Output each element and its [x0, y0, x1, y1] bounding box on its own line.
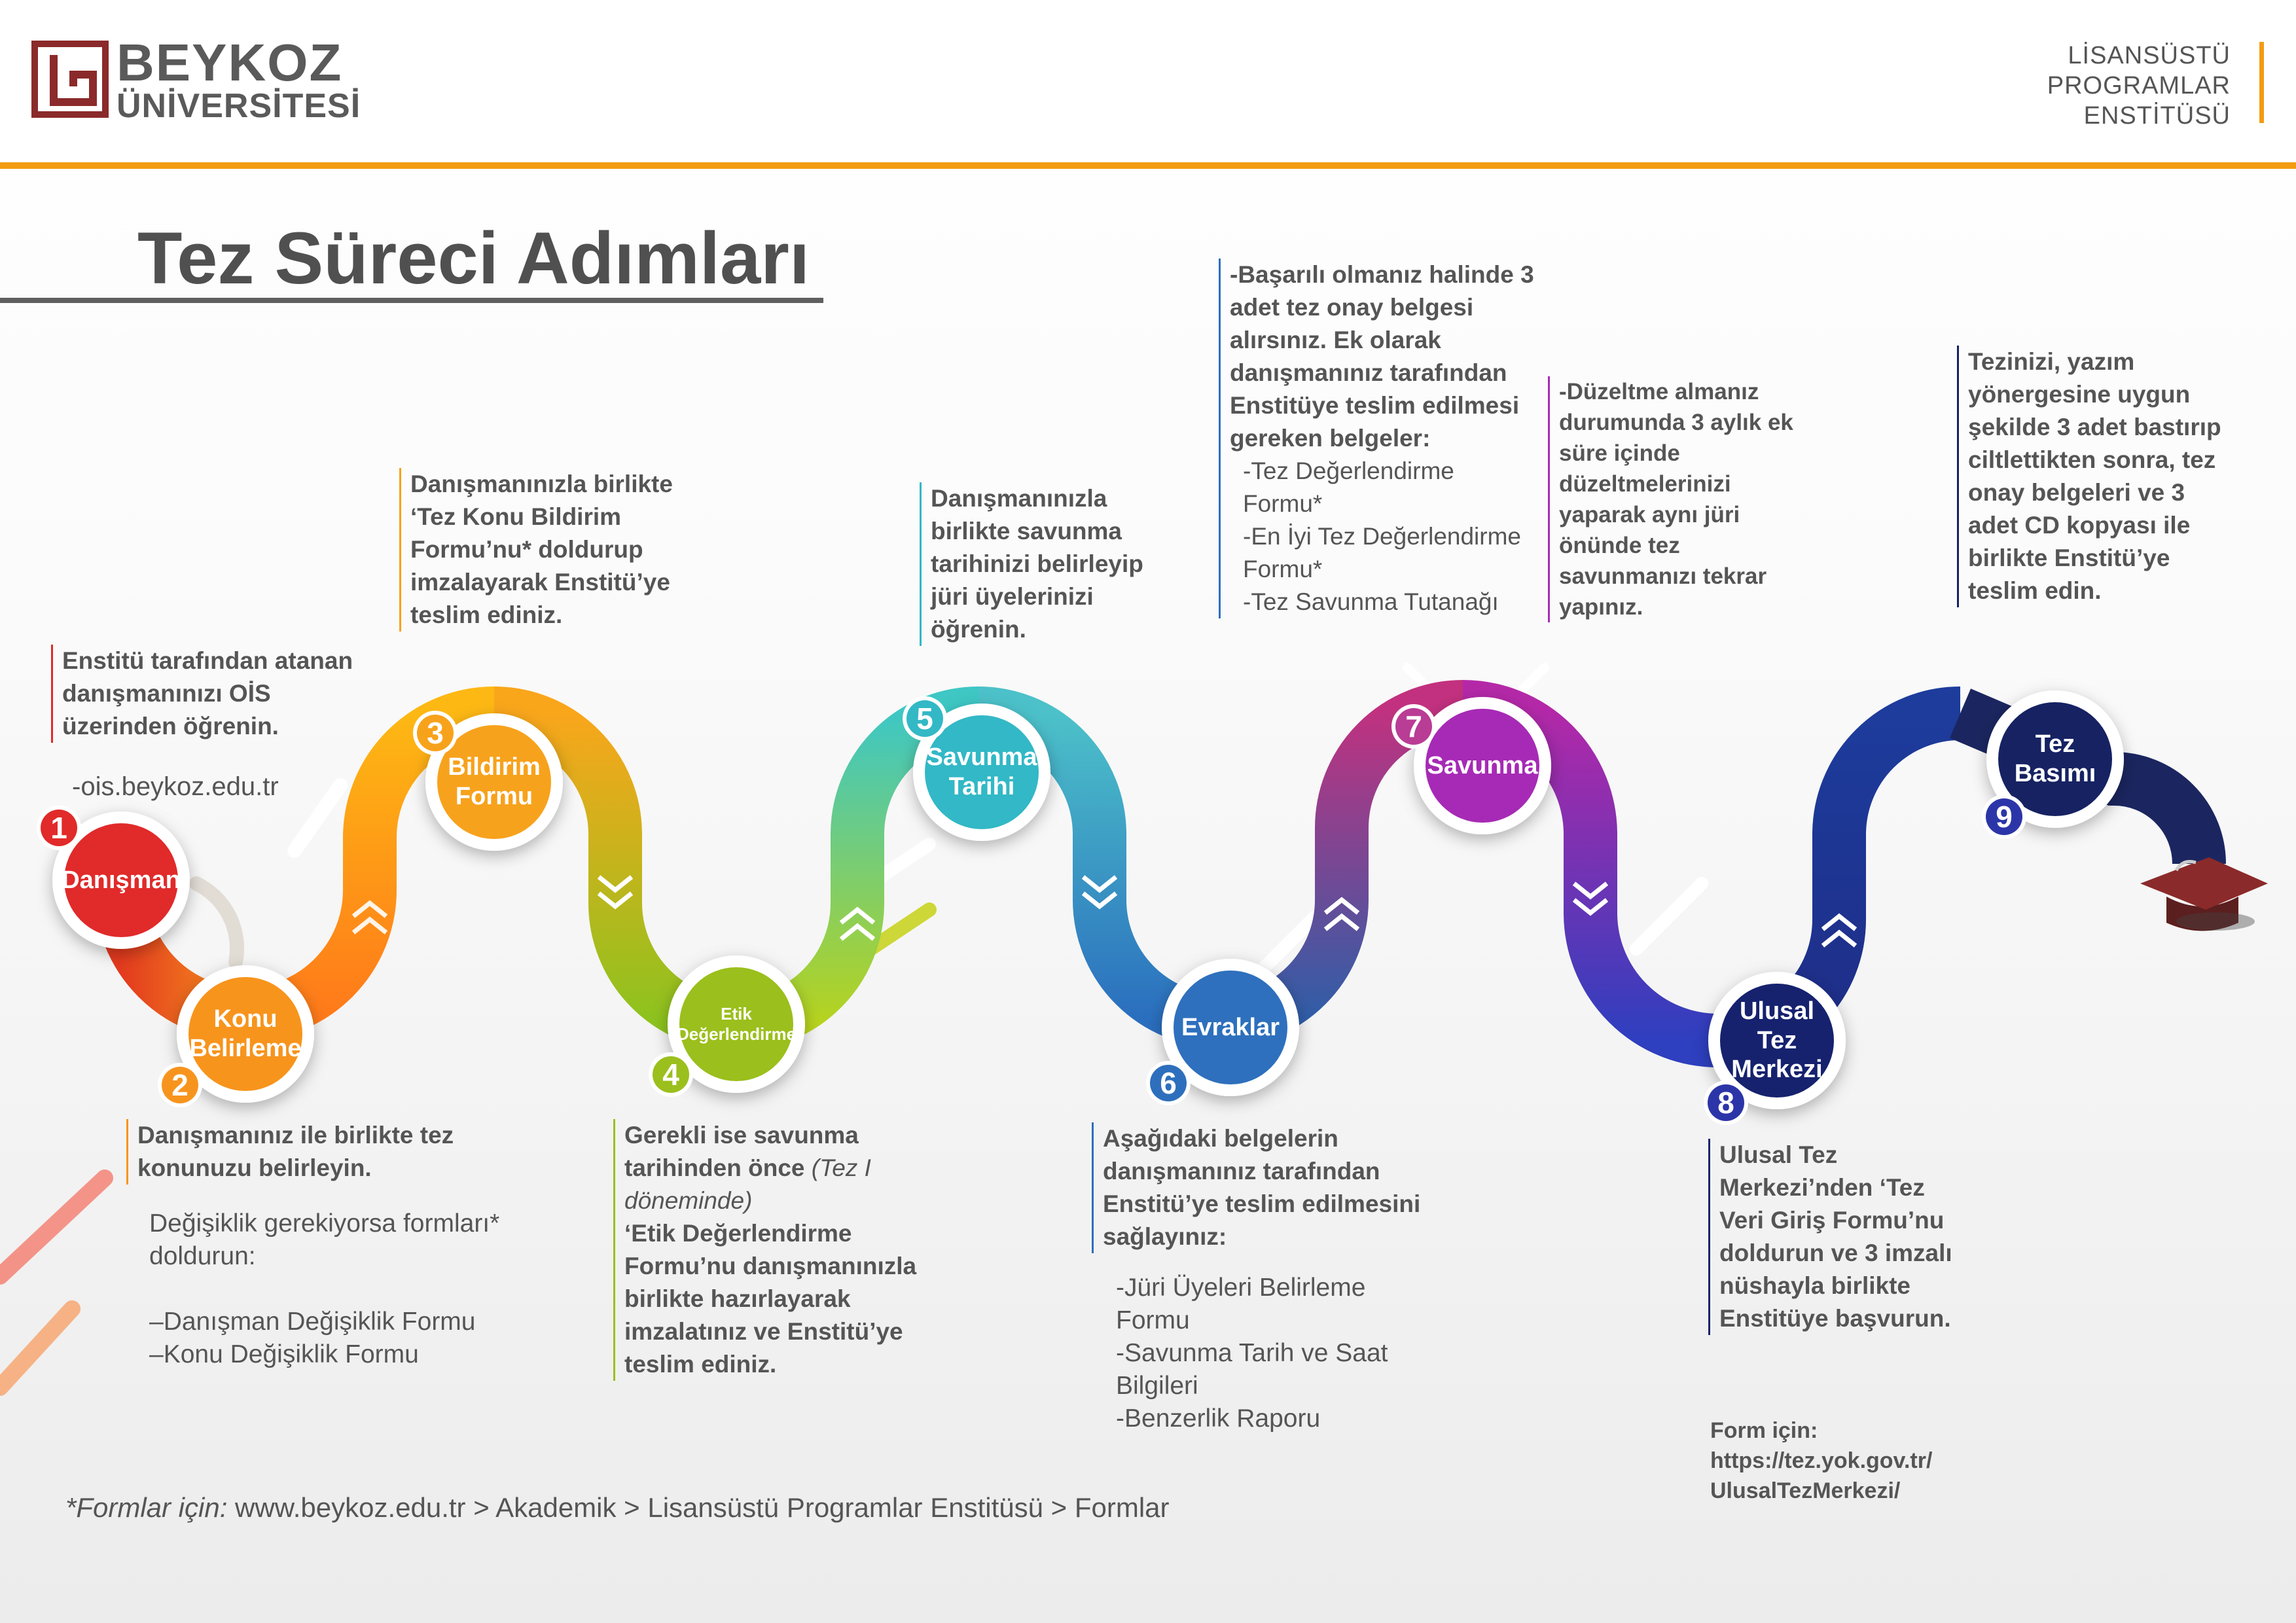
step-8-text: Ulusal Tez Merkezi’nden ‘Tez Veri Giriş …: [1719, 1141, 1952, 1332]
institute-line-2: PROGRAMLAR: [2047, 72, 2231, 99]
step-7-item-3: -Tez Savunma Tutanağı: [1243, 588, 1499, 615]
institute-line-1: LİSANSÜSTÜ: [2068, 42, 2231, 69]
step-7-revision-text: -Düzeltme almanız durumunda 3 aylık ek s…: [1559, 379, 1793, 620]
step-9-text: Tezinizi, yazım yönergesine uygun şekild…: [1968, 348, 2221, 604]
header-divider: [0, 162, 2296, 169]
step-number-5: 5: [916, 702, 933, 736]
step-number-7: 7: [1405, 709, 1422, 743]
step-5-description: Danışmanınızla birlikte savunma tarihini…: [920, 482, 1173, 646]
footnote-path[interactable]: www.beykoz.edu.tr > Akademik > Lisansüst…: [235, 1492, 1170, 1523]
step-label-6: Evraklar: [1181, 1013, 1280, 1041]
step-label-1: Danışman: [62, 866, 181, 894]
step-1-description: Enstitü tarafından atanan danışmanınızı …: [51, 645, 370, 743]
step-circle-2: [177, 965, 314, 1103]
step-5-text: Danışmanınızla birlikte savunma tarihini…: [931, 485, 1143, 643]
step-2-text: Danışmanınız ile birlikte tez konunuzu b…: [137, 1122, 454, 1181]
step-7-revision-description: -Düzeltme almanız durumunda 3 aylık ek s…: [1548, 376, 1814, 622]
step-3-text: Danışmanınızla birlikte ‘Tez Konu Bildir…: [410, 471, 673, 628]
step-badge-2: 2: [158, 1063, 202, 1107]
institute-name: LİSANSÜSTÜ PROGRAMLAR ENSTİTÜSÜ: [2047, 41, 2231, 131]
step-8-form-label: Form için:: [1710, 1418, 1818, 1443]
step-4-description: Gerekli ise savunma tarihinden önce (Tez…: [613, 1119, 945, 1381]
road-segment-5: [978, 687, 1221, 1048]
step-circle-8: [1708, 972, 1846, 1109]
step-6-item-2: -Savunma Tarih ve Saat Bilgileri: [1116, 1339, 1388, 1400]
step-4-italic: (Tez I döneminde): [624, 1154, 871, 1214]
step-number-4: 4: [662, 1058, 679, 1092]
step-1-text: Enstitü tarafından atanan danışmanınızı …: [62, 647, 353, 740]
step-label-9: Tez Basımı: [2014, 730, 2096, 787]
step-7-item-1: -Tez Değerlendirme Formu*: [1243, 457, 1454, 517]
step-6-item-3: -Benzerlik Raporu: [1116, 1404, 1321, 1433]
step-circles: [52, 690, 2124, 1109]
step-number-6: 6: [1160, 1066, 1177, 1100]
step-2-note: Değişiklik gerekiyorsa formları* dolduru…: [149, 1209, 500, 1270]
step-number-9: 9: [1996, 800, 2013, 834]
step-badge-9: 9: [1982, 794, 2026, 839]
step-label-2: Konu Belirleme: [189, 1005, 302, 1062]
step-number-1: 1: [50, 811, 67, 845]
step-7-success-description: -Başarılı olmanız halinde 3 adet tez ona…: [1219, 259, 1537, 618]
step-4-text-a: Gerekli ise savunma tarihinden önce: [624, 1122, 859, 1181]
beykoz-logo-icon: [31, 41, 109, 118]
graduation-cap-icon: [2140, 857, 2268, 931]
step-label-5: Savunma Tarihi: [926, 743, 1037, 800]
step-4-text-b: ‘Etik Değerlendirme Formu’nu danışmanını…: [624, 1220, 917, 1378]
footnote-label: *Formlar için:: [65, 1492, 228, 1523]
step-circle-9: [1986, 690, 2124, 828]
step-number-badges: 1 2 3 4 5 6 7 8 9: [37, 696, 2026, 1125]
step-label-7: Savunma: [1427, 751, 1538, 779]
step-label-3: Bildirim Formu: [448, 753, 541, 810]
step-circle-5: [913, 704, 1050, 841]
step-6-item-1: -Jüri Üyeleri Belirleme Formu: [1116, 1274, 1366, 1334]
step-number-2: 2: [171, 1068, 188, 1102]
step-label-8: Ulusal Tez Merkezi: [1731, 997, 1823, 1084]
step-circle-7: [1414, 697, 1551, 834]
step-circle-1: [52, 812, 190, 949]
road-segment-9: [1949, 688, 2226, 865]
step-badge-5: 5: [903, 696, 947, 741]
step-badge-7: 7: [1391, 704, 1436, 749]
step-8-description: Ulusal Tez Merkezi’nden ‘Tez Veri Giriş …: [1708, 1139, 1962, 1335]
step-circle-4: [668, 955, 805, 1093]
institute-accent-bar: [2259, 42, 2264, 123]
step-number-8: 8: [1717, 1086, 1734, 1120]
institute-line-3: ENSTİTÜSÜ: [2083, 102, 2231, 130]
forms-footnote: *Formlar için: www.beykoz.edu.tr > Akade…: [65, 1492, 1170, 1524]
page-title: Tez Süreci Adımları: [137, 217, 810, 299]
logo-line-1: BEYKOZ: [117, 33, 343, 92]
step-6-list: -Jüri Üyeleri Belirleme Formu -Savunma T…: [1116, 1272, 1430, 1435]
step-number-3: 3: [427, 716, 444, 750]
step-label-4: Etik Değerlendirme: [676, 1004, 797, 1044]
step-2-forms-block: Değişiklik gerekiyorsa formları* dolduru…: [149, 1207, 555, 1371]
spacer: [149, 1273, 555, 1306]
step-badge-6: 6: [1146, 1061, 1191, 1105]
step-6-text: Aşağıdaki belgelerin danışmanınız tarafı…: [1103, 1125, 1421, 1250]
step-badge-8: 8: [1704, 1080, 1748, 1125]
step-4-text: Gerekli ise savunma tarihinden önce (Tez…: [624, 1119, 945, 1217]
step-2-form-2: –Konu Değişiklik Formu: [149, 1340, 419, 1368]
step-2-description: Danışmanınız ile birlikte tez konunuzu b…: [126, 1119, 478, 1185]
step-7-success-text: -Başarılı olmanız halinde 3 adet tez ona…: [1230, 261, 1534, 452]
step-3-description: Danışmanınızla birlikte ‘Tez Konu Bildir…: [399, 468, 698, 632]
title-underline: [0, 298, 823, 303]
step-8-form-link-block: Form için: https://tez.yok.gov.tr/Ulusal…: [1710, 1416, 1946, 1506]
step-8-form-url[interactable]: https://tez.yok.gov.tr/UlusalTezMerkezi/: [1710, 1448, 1933, 1503]
step-2-form-1: –Danışman Değişiklik Formu: [149, 1308, 476, 1336]
header: [0, 0, 2296, 164]
step-badge-3: 3: [413, 711, 457, 755]
step-circle-3: [425, 713, 563, 851]
step-badge-1: 1: [37, 806, 81, 850]
step-badge-4: 4: [649, 1052, 693, 1097]
ois-link[interactable]: -ois.beykoz.edu.tr: [72, 772, 279, 801]
university-logo-text: BEYKOZ ÜNİVERSİTESİ: [117, 33, 361, 125]
step-7-item-2: -En İyi Tez Değerlendirme Formu*: [1243, 523, 1521, 582]
step-6-description: Aşağıdaki belgelerin danışmanınız tarafı…: [1092, 1122, 1443, 1253]
step-9-description: Tezinizi, yazım yönergesine uygun şekild…: [1957, 346, 2223, 607]
logo-line-2: ÜNİVERSİTESİ: [117, 87, 361, 125]
step-circle-6: [1162, 959, 1299, 1096]
